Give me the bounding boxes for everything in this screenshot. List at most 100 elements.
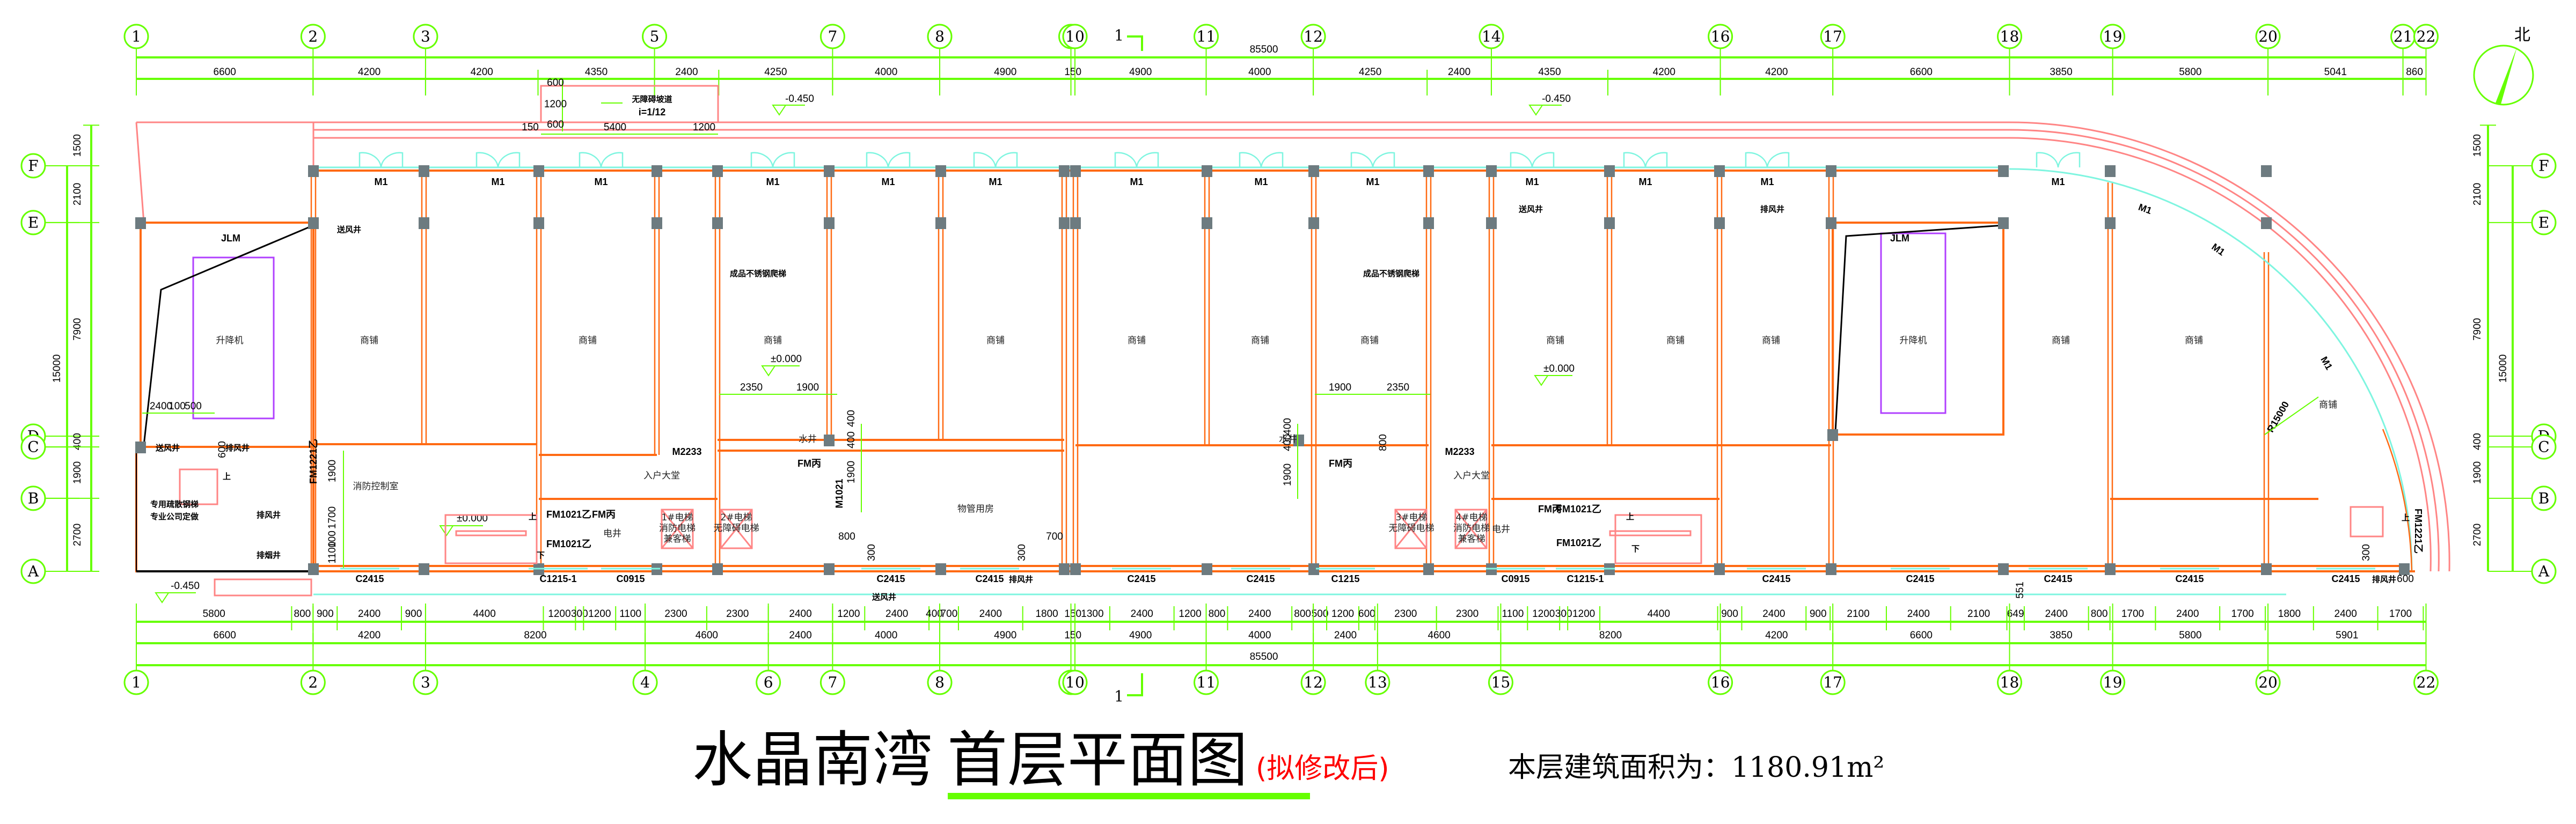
double-door-swing bbox=[1745, 152, 1790, 168]
dimension-value: 2400 bbox=[1334, 630, 1357, 641]
door-m1-label: M1 bbox=[881, 176, 895, 187]
column bbox=[419, 563, 429, 575]
ramp-label: 无障碍坡道 bbox=[631, 94, 672, 104]
dimension-value: 150 bbox=[1064, 608, 1081, 620]
door-m1-label: M1 bbox=[2318, 355, 2334, 372]
column bbox=[1070, 165, 1081, 177]
stair-up: 上 bbox=[1626, 512, 1634, 521]
elevator-4-use: 兼客梯 bbox=[1458, 534, 1485, 545]
dimension-value: 4000 bbox=[1248, 630, 1271, 641]
axis-bubble bbox=[413, 670, 438, 695]
double-door-swing bbox=[1350, 152, 1395, 168]
elevator-1-use: 兼客梯 bbox=[664, 534, 691, 545]
axis-bubble bbox=[1488, 670, 1513, 695]
dimension-value: 1200 bbox=[1532, 608, 1555, 620]
dimension-value: 2400 bbox=[789, 608, 811, 620]
window-label: C2415 bbox=[1127, 573, 1155, 584]
dimension-value: 1200 bbox=[588, 608, 611, 620]
dimension-value: 800 bbox=[294, 608, 311, 620]
dimension-value: 4350 bbox=[585, 67, 608, 78]
dimension-value: 2100 bbox=[1967, 608, 1990, 620]
dimension-value: 300 bbox=[1555, 608, 1572, 620]
axis-label: 20 bbox=[2258, 28, 2278, 46]
axis-bubble bbox=[642, 24, 668, 49]
exhaust-shaft-label: 排风井 bbox=[1009, 575, 1033, 584]
floor-area-value: 1180.91 bbox=[1731, 752, 1847, 784]
axis-bubble bbox=[20, 558, 46, 584]
room-shop: 商铺 bbox=[1128, 335, 1146, 346]
axis-bubble bbox=[1820, 670, 1846, 695]
dimension-value: 4900 bbox=[994, 630, 1016, 641]
column bbox=[1826, 563, 1836, 575]
dimension-value: 4600 bbox=[696, 630, 718, 641]
dim: 1900 bbox=[796, 382, 819, 393]
column bbox=[1486, 165, 1497, 177]
axis-bubble bbox=[1479, 24, 1504, 49]
column bbox=[308, 217, 319, 229]
door-m1-label: M1 bbox=[1525, 176, 1539, 187]
dimension-value: 4900 bbox=[1129, 67, 1152, 78]
axis-label: F bbox=[28, 157, 38, 175]
column bbox=[135, 442, 146, 453]
room-shop: 商铺 bbox=[579, 335, 597, 346]
axis-label: 8 bbox=[935, 674, 945, 691]
supply-shaft-label: 送风井 bbox=[872, 592, 896, 602]
dimension-value: 400 bbox=[72, 433, 83, 450]
stair-up: 上 bbox=[529, 512, 537, 521]
elevator-2-label: 2#电梯 bbox=[720, 512, 752, 523]
elevator-car bbox=[720, 509, 753, 549]
dimension-value: 6600 bbox=[214, 67, 236, 78]
axis-label: 10 bbox=[1065, 674, 1085, 691]
axis-bubble bbox=[20, 210, 46, 236]
dimension-value: 400 bbox=[2472, 433, 2483, 450]
dim: 2400 bbox=[150, 401, 172, 412]
axis-bubble bbox=[2413, 24, 2439, 49]
stair-up: 上 bbox=[2402, 513, 2410, 523]
elevator-cross bbox=[1454, 509, 1488, 549]
dimension-value: 2400 bbox=[2045, 608, 2068, 620]
dimension-value: 5800 bbox=[2179, 67, 2201, 78]
axis-bubble bbox=[927, 670, 953, 695]
dimension-value: 1200 bbox=[837, 608, 860, 620]
axis-label: 14 bbox=[1482, 28, 1501, 46]
elevator-car bbox=[1394, 509, 1428, 549]
column bbox=[1423, 165, 1434, 177]
door-jlm-right: JLM bbox=[1890, 233, 1909, 244]
column bbox=[1308, 165, 1319, 177]
dimension-value: 1700 bbox=[2121, 608, 2144, 620]
dimension-value: 2400 bbox=[1448, 67, 1470, 78]
column bbox=[2105, 165, 2116, 177]
dimension-value: 300 bbox=[571, 608, 588, 620]
axis-bubble bbox=[123, 24, 149, 49]
door-fm1021: FM1021乙 bbox=[546, 509, 591, 520]
room-shop: 商铺 bbox=[2185, 335, 2203, 346]
dim: 300 bbox=[1016, 544, 1028, 561]
overall-dimension: 85500 bbox=[1250, 44, 1278, 55]
dimension-value: 1800 bbox=[2278, 608, 2301, 620]
axis-bubble bbox=[413, 24, 438, 49]
section-mark-top: 1 bbox=[1114, 27, 1124, 45]
door-fm1021: FM1021乙 bbox=[1556, 504, 1601, 514]
axis-label: A bbox=[2538, 563, 2550, 580]
platform-outline bbox=[135, 85, 2450, 597]
door-fm1021: FM1021乙 bbox=[1556, 538, 1601, 548]
axis-label: 22 bbox=[2417, 674, 2436, 691]
double-door-swing bbox=[750, 152, 795, 168]
dimension-value: 4000 bbox=[875, 630, 897, 641]
axis-label: 18 bbox=[2000, 28, 2019, 46]
dim: 1900 bbox=[846, 461, 857, 483]
column bbox=[419, 217, 429, 229]
dimension-value: 900 bbox=[317, 608, 334, 620]
axis-label: 7 bbox=[828, 28, 837, 46]
axis-label: 19 bbox=[2103, 28, 2123, 46]
dimension-value: 1500 bbox=[72, 134, 83, 157]
dimension-value: 649 bbox=[2007, 608, 2024, 620]
dimension-value: 8200 bbox=[1599, 630, 1622, 641]
window-label: C2415 bbox=[1906, 573, 1934, 584]
column bbox=[1604, 165, 1615, 177]
axis-label: 16 bbox=[1711, 28, 1730, 46]
column bbox=[1202, 563, 1212, 575]
dim: 100 bbox=[169, 401, 186, 412]
dimension-value: 2100 bbox=[2472, 183, 2483, 205]
double-door-swing bbox=[973, 152, 1018, 168]
